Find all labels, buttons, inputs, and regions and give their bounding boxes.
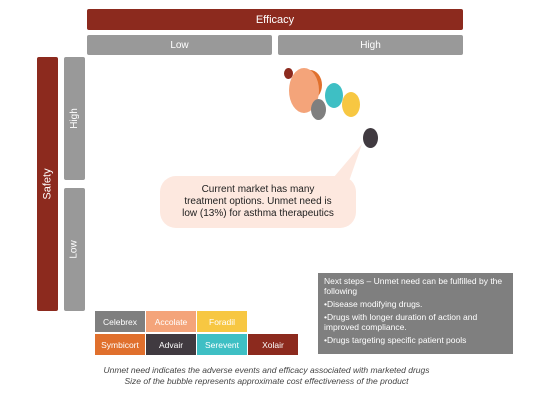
legend-celebrex: Celebrex bbox=[95, 311, 145, 332]
efficacy-high-header: High bbox=[278, 35, 463, 55]
safety-header: Safety bbox=[37, 57, 58, 311]
footer-note-1: Unmet need indicates the adverse events … bbox=[103, 365, 430, 375]
bubble-serevent bbox=[325, 83, 343, 108]
safety-low-label: Low bbox=[68, 240, 80, 259]
bubble-celebrex bbox=[311, 99, 326, 120]
legend-foradil: Foradil bbox=[197, 311, 247, 332]
legend-advair: Advair bbox=[146, 334, 196, 355]
callout-box: Current market has many treatment option… bbox=[160, 176, 356, 228]
safety-label: Safety bbox=[41, 168, 54, 200]
efficacy-high-label: High bbox=[360, 39, 381, 51]
safety-low-header: Low bbox=[64, 188, 85, 311]
next-steps-item: •Drugs with longer duration of action an… bbox=[324, 312, 478, 332]
efficacy-header: Efficacy bbox=[87, 9, 463, 30]
legend-serevent: Serevent bbox=[197, 334, 247, 355]
efficacy-label: Efficacy bbox=[255, 13, 295, 26]
callout-pointer bbox=[328, 144, 362, 184]
efficacy-low-label: Low bbox=[170, 39, 189, 51]
next-steps-item: •Drugs targeting specific patient pools bbox=[324, 335, 467, 345]
next-steps-item: •Disease modifying drugs. bbox=[324, 299, 423, 309]
legend-xolair: Xolair bbox=[248, 334, 298, 355]
next-steps-title: Next steps – Unmet need can be fulfilled… bbox=[324, 276, 503, 296]
safety-high-label: High bbox=[68, 108, 80, 129]
bubble-foradil bbox=[342, 92, 360, 117]
footer-note-2: Size of the bubble represents approximat… bbox=[124, 376, 409, 386]
next-steps-box: Next steps – Unmet need can be fulfilled… bbox=[318, 273, 513, 354]
callout-text: Current market has many treatment option… bbox=[182, 184, 334, 219]
legend-symbicort: Symbicort bbox=[95, 334, 145, 355]
safety-high-header: High bbox=[64, 57, 85, 180]
bubble-advair bbox=[363, 128, 378, 148]
bubble-xolair bbox=[284, 68, 293, 79]
legend-accolate: Accolate bbox=[146, 311, 196, 332]
efficacy-low-header: Low bbox=[87, 35, 272, 55]
